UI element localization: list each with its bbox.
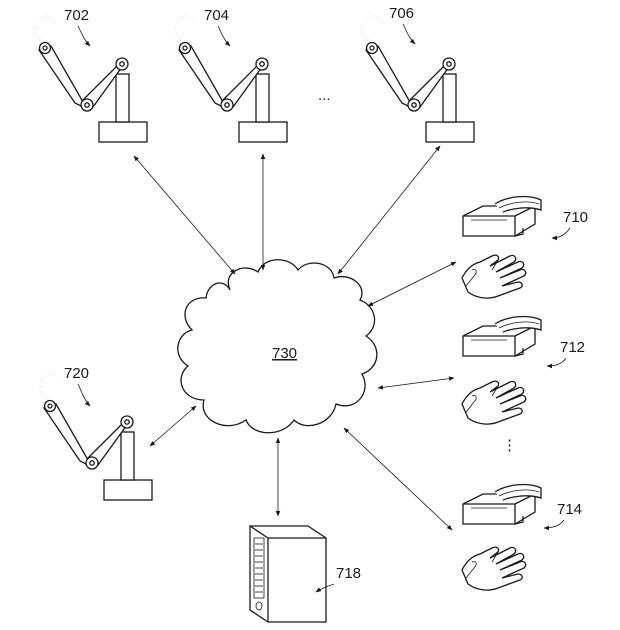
label-718: 718 <box>336 565 361 582</box>
link-710 <box>367 261 457 307</box>
robot-720 <box>39 373 153 501</box>
robot-706 <box>361 15 475 143</box>
network-label: 730 <box>272 345 297 362</box>
leader-712 <box>546 357 567 369</box>
leader-706 <box>402 23 416 45</box>
link-702 <box>133 155 236 275</box>
link-720 <box>149 405 197 447</box>
leader-718 <box>315 583 335 593</box>
label-710: 710 <box>563 209 588 226</box>
label-712: 712 <box>560 339 585 356</box>
label-702: 702 <box>64 7 89 24</box>
leader-702 <box>77 25 91 47</box>
ellipsis-robots: ... <box>318 87 331 104</box>
leader-720 <box>77 383 91 407</box>
link-706 <box>337 145 441 275</box>
link-714 <box>343 427 453 531</box>
leader-710 <box>551 227 571 241</box>
user-714 <box>461 483 542 591</box>
robot-704 <box>174 15 288 143</box>
label-706: 706 <box>389 5 414 22</box>
ellipsis-users: ⋮ <box>502 437 517 454</box>
leader-714 <box>543 519 565 531</box>
label-704: 704 <box>204 7 229 24</box>
link-712 <box>377 376 455 390</box>
robot-702 <box>34 15 148 143</box>
network-cloud <box>177 259 378 434</box>
server-718 <box>249 525 327 623</box>
user-712 <box>461 315 542 425</box>
user-710 <box>461 195 542 299</box>
label-714: 714 <box>557 501 582 518</box>
leader-704 <box>217 25 231 47</box>
label-720: 720 <box>64 365 89 382</box>
